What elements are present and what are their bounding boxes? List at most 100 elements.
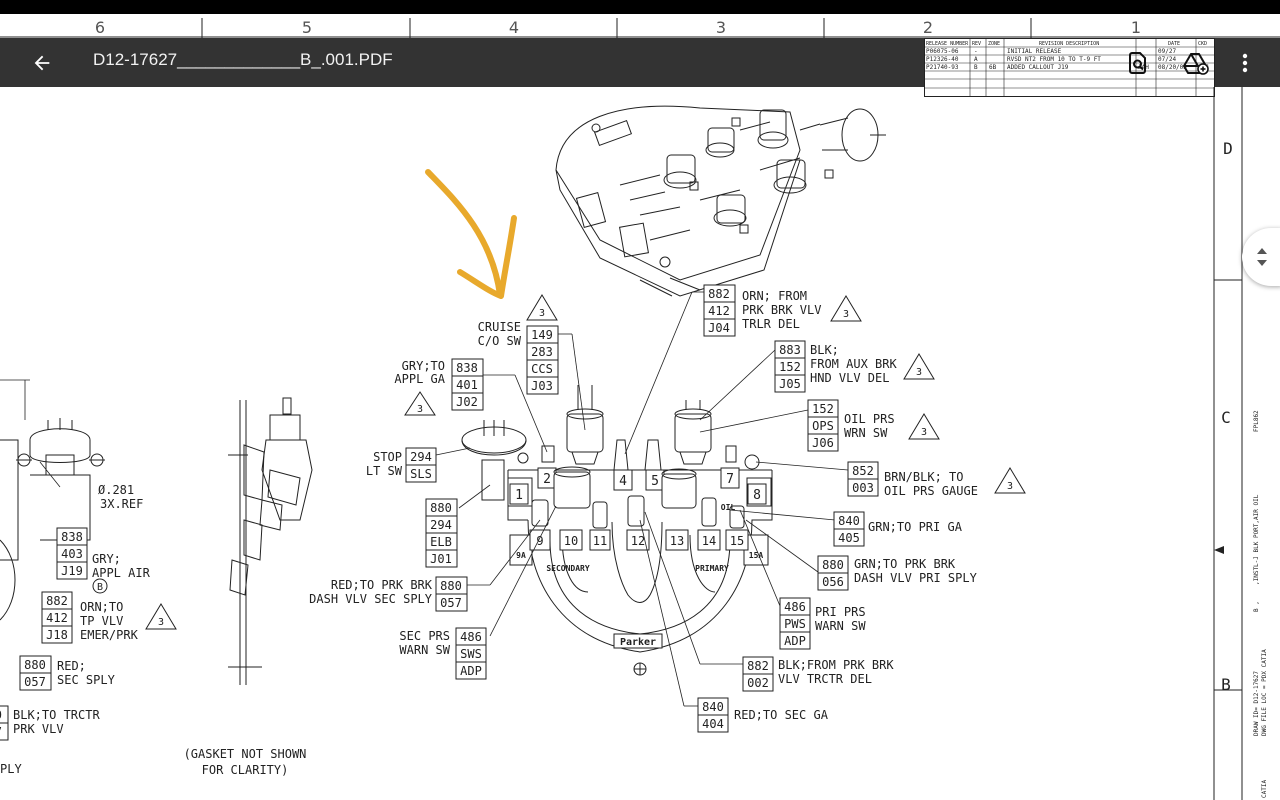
oil-label: OIL bbox=[721, 503, 736, 512]
svg-text:(GASKET NOT SHOWN: (GASKET NOT SHOWN bbox=[184, 747, 307, 761]
code-box: 840 bbox=[838, 514, 860, 528]
rev-triangle-text: 3 bbox=[158, 617, 164, 628]
rev-cell: P12326-40 bbox=[926, 56, 959, 63]
search-button[interactable] bbox=[1121, 46, 1155, 80]
callout-label: RED;TO PRK BRK bbox=[331, 578, 433, 592]
callout-label: RED; bbox=[57, 659, 86, 673]
ruler-number: 1 bbox=[1131, 18, 1141, 37]
code-box: 880 bbox=[430, 501, 452, 515]
code-box: 7 bbox=[0, 725, 2, 739]
manifold-secondary-label: SECONDARY bbox=[546, 564, 590, 573]
rev-cell: B bbox=[974, 64, 978, 71]
svg-text:FOR CLARITY): FOR CLARITY) bbox=[202, 763, 289, 777]
rev-triangle-text: 3 bbox=[417, 404, 423, 415]
code-box: OPS bbox=[812, 419, 834, 433]
callout-label: BRN/BLK; TO bbox=[884, 470, 963, 484]
callout-red-prk-brk: RED;TO PRK BRK DASH VLV SEC SPLY 880 057 bbox=[309, 576, 468, 612]
code-box: 880 bbox=[440, 579, 462, 593]
ruler-number: 4 bbox=[509, 18, 519, 37]
title-block-text: FPL862 bbox=[1253, 410, 1260, 432]
scroll-up-down-icon bbox=[1257, 248, 1267, 266]
port-number: 10 bbox=[564, 534, 578, 548]
isometric-valve-block bbox=[555, 105, 886, 297]
code-box: 840 bbox=[702, 700, 724, 714]
title-block-text: DWG FILE LOC = PDX CATIA bbox=[1261, 649, 1268, 736]
callout-left-orn-tp-vlv: 882 412 J18 ORN;TO TP VLV EMER/PRK 3 bbox=[41, 591, 177, 644]
port-number: 8 bbox=[753, 488, 761, 503]
callout-sec-prs: SEC PRS WARN SW 486 SWS ADP bbox=[399, 627, 487, 680]
port-number: 5 bbox=[651, 474, 659, 489]
callout-label: PLY bbox=[0, 762, 22, 776]
callout-label: BLK; bbox=[810, 343, 839, 357]
callout-label: SEC PRS bbox=[399, 629, 450, 643]
more-options-button[interactable] bbox=[1228, 46, 1262, 80]
code-box: 412 bbox=[708, 304, 730, 318]
code-box: 002 bbox=[747, 676, 769, 690]
callout-left-gry-appl-air: 838 403 J19 GRY; APPL AIR B bbox=[56, 527, 151, 594]
callout-label: OIL PRS GAUGE bbox=[884, 484, 978, 498]
ruler-number: 2 bbox=[923, 18, 933, 37]
pdf-viewer-toolbar: D12-17627_____________B_.001.PDF RELEASE… bbox=[0, 38, 1280, 97]
rev-header: RELEASE NUMBER bbox=[926, 41, 969, 47]
add-to-drive-icon bbox=[1183, 53, 1209, 75]
title-block-text: CATIA bbox=[1261, 780, 1268, 798]
code-box: 056 bbox=[822, 575, 844, 589]
title-block-text: B , bbox=[1253, 601, 1260, 612]
stop-light-switch bbox=[461, 420, 529, 501]
callout-oil-prs: 152 OPS J06 OIL PRS WRN SW 3 bbox=[807, 399, 940, 452]
add-to-drive-button[interactable] bbox=[1179, 46, 1213, 80]
rev-cell: 6B bbox=[989, 64, 997, 71]
code-box: 882 bbox=[46, 594, 68, 608]
callout-label: C/O SW bbox=[478, 334, 522, 348]
manifold-side-view bbox=[228, 397, 313, 685]
port-number: 9 bbox=[536, 534, 543, 548]
code-box: J02 bbox=[456, 395, 478, 409]
port-number: 13 bbox=[670, 534, 684, 548]
callout-left-dimension: Ø.281 3X.REF bbox=[98, 483, 143, 511]
callout-label: HND VLV DEL bbox=[810, 371, 889, 385]
callout-label: PRK VLV bbox=[13, 722, 64, 736]
ruler-number: 3 bbox=[716, 18, 726, 37]
svg-text:Ø.281: Ø.281 bbox=[98, 483, 134, 497]
code-box: 152 bbox=[779, 360, 801, 374]
callout-brn-blk-gauge: 852 003 BRN/BLK; TO OIL PRS GAUGE 3 bbox=[847, 461, 1026, 498]
rev-cell: P21740-93 bbox=[926, 64, 959, 71]
code-box: 401 bbox=[456, 378, 478, 392]
border-row-letter: D bbox=[1223, 139, 1233, 158]
ruler-number: 5 bbox=[302, 18, 312, 37]
callout-label: GRY; bbox=[92, 552, 121, 566]
callout-label: PRI PRS bbox=[815, 605, 866, 619]
callout-grn-pri-ga: 840 405 GRN;TO PRI GA bbox=[833, 511, 963, 547]
callout-orn-prk-brk: 882 412 J04 ORN; FROM PRK BRK VLV TRLR D… bbox=[703, 284, 862, 337]
port-9a-label: 9A bbox=[516, 551, 526, 560]
manifold-brand-label: Parker bbox=[620, 637, 656, 648]
rev-triangle-text: 3 bbox=[921, 427, 927, 438]
rev-triangle-text: 3 bbox=[916, 367, 922, 378]
callout-label: BLK;FROM PRK BRK bbox=[778, 658, 894, 672]
code-box: ELB bbox=[430, 535, 452, 549]
callout-label: RED;TO SEC GA bbox=[734, 708, 829, 722]
code-box: 880 bbox=[24, 658, 46, 672]
port-15a-label: 15A bbox=[749, 551, 764, 560]
callout-label: WARN SW bbox=[399, 643, 450, 657]
port-number: 12 bbox=[631, 534, 645, 548]
rev-header: REVISION DESCRIPTION bbox=[1039, 41, 1099, 47]
code-box: J01 bbox=[430, 552, 452, 566]
callout-label: DASH VLV PRI SPLY bbox=[854, 571, 978, 585]
border-row-letter: B bbox=[1221, 675, 1231, 694]
code-box: 149 bbox=[531, 328, 553, 342]
callout-label: EMER/PRK bbox=[80, 628, 139, 642]
port-number: 1 bbox=[515, 488, 523, 503]
code-box: 405 bbox=[838, 531, 860, 545]
callout-label: VLV TRCTR DEL bbox=[778, 672, 872, 686]
callout-label: TP VLV bbox=[80, 614, 123, 628]
callout-red-sec-ga: 840 404 RED;TO SEC GA bbox=[697, 697, 829, 733]
rev-cell: A bbox=[974, 56, 978, 63]
code-box: J18 bbox=[46, 628, 68, 642]
rev-cell: P06075-06 bbox=[926, 48, 959, 55]
code-box: CCS bbox=[531, 362, 553, 376]
title-block-text: ,INSTL-J BLK PORT,AIR OIL bbox=[1253, 494, 1260, 585]
back-button[interactable] bbox=[22, 46, 62, 80]
callout-left-red-sec-sply: 880 057 RED; SEC SPLY bbox=[19, 655, 116, 691]
callout-label: GRN;TO PRI GA bbox=[868, 520, 963, 534]
